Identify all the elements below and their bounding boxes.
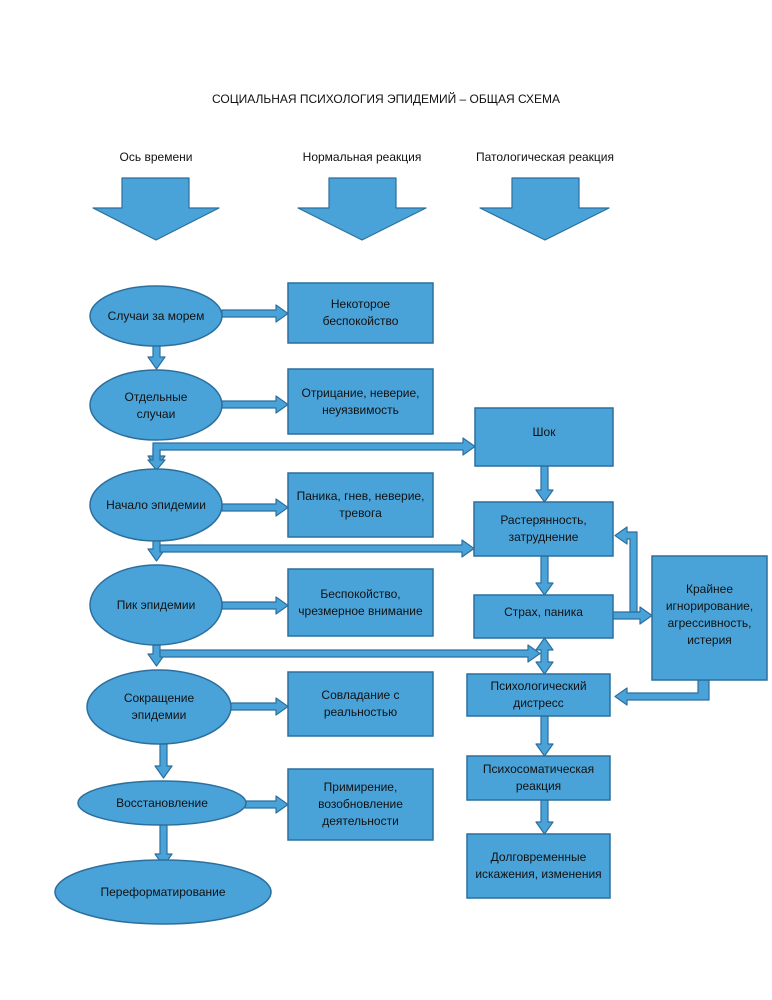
arrow-stage-5-6 [154, 743, 173, 779]
path-box-fear [473, 594, 614, 639]
arrow-fear-distress-double [535, 637, 554, 675]
normal-label-1: Некоторое беспокойство [322, 297, 399, 328]
stage-ellipse-7 [54, 859, 272, 925]
arrow-to-normal-5 [229, 697, 289, 716]
arrow-to-normal-6 [244, 795, 289, 814]
stage-label-peak: Пик эпидемии [116, 597, 196, 612]
stage-ellipse-4 [89, 564, 223, 646]
arrow-to-normal-1 [221, 304, 289, 323]
stage-label-isolated: Отдельные случаи [124, 390, 188, 421]
arrow-fear-to-extreme [612, 606, 653, 625]
arrow-axis-to-shock [147, 437, 476, 471]
path-label-longterm: Долговременные искажения, изменения [475, 850, 602, 881]
extreme-label: Крайнее игнорирование, агрессивность, ис… [665, 582, 754, 647]
arrow-somatic-to-longterm [535, 799, 554, 835]
arrow-to-normal-2 [221, 395, 289, 414]
stage-label-reformatting: Переформатирование [100, 884, 226, 899]
normal-box-5 [287, 671, 434, 737]
stage-ellipse-5 [86, 669, 232, 745]
normal-label-6: Примирение, возобновление деятельности [318, 780, 403, 828]
path-label-somatic: Психосоматическая реакция [482, 762, 595, 793]
arrow-extreme-to-distress [614, 679, 710, 706]
stage-ellipse-2 [89, 369, 223, 441]
extreme-box [651, 555, 768, 681]
stage-label-overseas: Случаи за морем [107, 308, 205, 323]
stage-label-recovery: Восстановление [116, 795, 208, 810]
path-label-shock: Шок [532, 424, 556, 439]
path-box-shock [474, 407, 614, 467]
arrow-axis-to-confusion [159, 539, 475, 558]
path-box-somatic [466, 755, 611, 801]
path-box-longterm [466, 833, 611, 899]
path-label-distress: Психологический дистресс [490, 679, 587, 710]
arrow-stage-4-5 [147, 644, 166, 667]
normal-label-4: Беспокойство, чрезмерное внимание [298, 586, 423, 618]
normal-label-5: Совладание с реальностью [321, 688, 400, 719]
path-label-confusion: Растерянность, затруднение [500, 513, 587, 544]
time-axis-big-arrow [92, 177, 220, 241]
arrow-loop-to-confusion [614, 526, 641, 613]
arrow-shock-to-confusion [535, 465, 554, 503]
arrow-distress-to-somatic [535, 715, 554, 757]
normal-box-6 [287, 768, 434, 841]
header-pathological-reaction: Патологическая реакция [476, 150, 614, 164]
diagram-title: СОЦИАЛЬНАЯ ПСИХОЛОГИЯ ЭПИДЕМИЙ – ОБЩАЯ С… [211, 92, 561, 106]
stage-label-decline: Сокращение эпидемии [123, 691, 195, 722]
arrow-to-normal-4 [221, 596, 289, 615]
stage-ellipse-6 [77, 780, 247, 826]
arrow-to-normal-3 [221, 498, 289, 517]
normal-box-3 [287, 472, 434, 538]
arrow-confusion-to-fear [535, 555, 554, 596]
arrow-stage-1-2 [147, 342, 166, 370]
stage-ellipse-1 [89, 285, 223, 347]
normal-big-arrow [297, 177, 427, 241]
stage-label-onset: Начало эпидемии [106, 497, 206, 512]
arrow-axis-to-distress [159, 644, 541, 663]
normal-box-2 [287, 368, 434, 435]
path-label-fear: Страх, паника [504, 604, 583, 619]
normal-box-4 [287, 568, 434, 637]
normal-label-2: Отрицание, неверие, неуязвимость [301, 385, 420, 417]
normal-box-1 [287, 282, 434, 344]
path-box-confusion [473, 501, 614, 557]
header-time-axis: Ось времени [119, 150, 193, 164]
pathological-big-arrow [479, 177, 610, 241]
header-normal-reaction: Нормальная реакция [302, 150, 422, 164]
stage-ellipse-3 [89, 468, 223, 542]
normal-label-3: Паника, гнев, неверие, тревога [296, 489, 425, 520]
path-box-distress [466, 673, 611, 717]
